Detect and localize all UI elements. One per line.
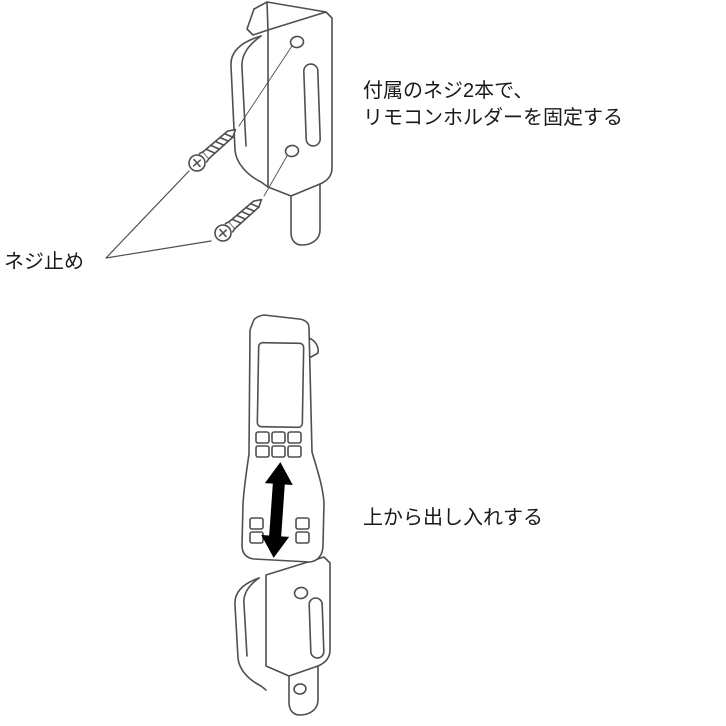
remote-illustration <box>241 314 325 563</box>
holder-step-edge <box>288 665 319 677</box>
holder-top-crease <box>266 1 269 31</box>
screw-hole-top <box>293 586 309 600</box>
screw-1-icon <box>188 128 237 172</box>
remote-screen <box>256 341 305 429</box>
holder-left-wing <box>234 577 267 691</box>
holder-left-wing-inner <box>241 35 262 147</box>
screw-label: ネジ止め <box>4 251 84 273</box>
remote-buttons <box>249 431 310 544</box>
attach-instruction-line2: リモコンホルダーを固定する <box>363 107 623 129</box>
holder-bottom-illustration <box>234 556 331 716</box>
screw-guide-lines <box>238 45 293 197</box>
holder-top-flap <box>246 1 327 36</box>
holder-step-edge <box>290 183 321 197</box>
remote-hook-tab <box>308 337 319 358</box>
holder-left-wing-inner <box>243 577 260 657</box>
holder-slot <box>303 63 321 147</box>
attach-instruction-line1: 付属のネジ2本で、 <box>363 80 534 102</box>
screw-hole-middle <box>284 144 300 158</box>
up-down-arrow-icon <box>261 462 293 558</box>
holder-top-illustration <box>230 1 333 246</box>
screw-2-icon <box>214 198 263 242</box>
attach-instruction: 付属のネジ2本で、 リモコンホルダーを固定する <box>363 78 623 132</box>
insert-instruction: 上から出し入れする <box>363 507 543 529</box>
remote-body <box>241 314 325 563</box>
label-leader-lines <box>105 170 212 259</box>
holder-left-wing <box>230 35 269 188</box>
holder-front-face <box>265 556 331 716</box>
holder-front-face <box>267 11 333 246</box>
holder-slot <box>308 597 325 659</box>
screw-hole-bottom <box>293 683 307 695</box>
screw-hole-top <box>289 35 305 49</box>
